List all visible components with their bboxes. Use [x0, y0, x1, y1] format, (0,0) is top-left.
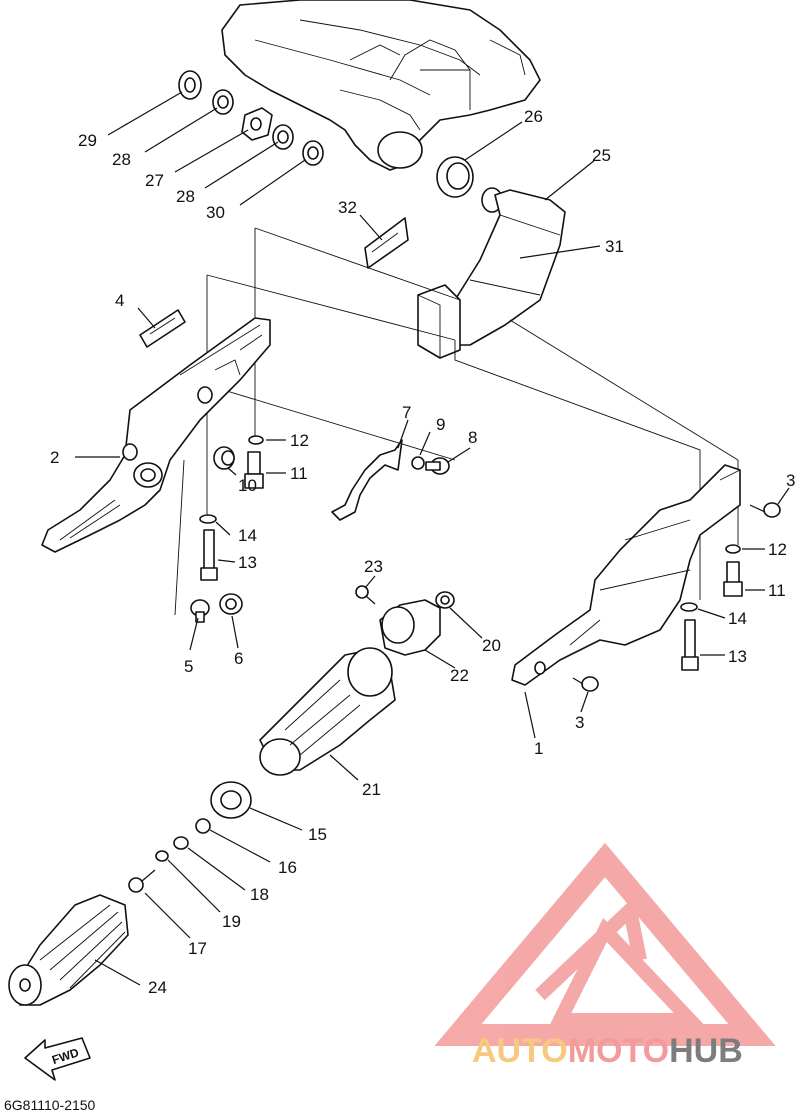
part-17-bolt: [128, 869, 156, 893]
part-12-washer: [248, 435, 264, 445]
callout-14: 14: [238, 526, 257, 545]
part-4-label: [139, 309, 186, 348]
callout-30: 30: [206, 203, 225, 222]
part-9-washer: [411, 456, 425, 470]
part-28-washer: [212, 89, 234, 115]
part-2-tiller-bracket: [41, 317, 271, 553]
callout-19: 19: [222, 912, 241, 931]
callout-28-b: 28: [176, 187, 195, 206]
part-25-tiller-arm: [417, 187, 566, 359]
callout-3-b: 3: [575, 713, 584, 732]
callout-18: 18: [250, 885, 269, 904]
callout-12-b: 12: [768, 540, 787, 559]
svg-text:AUTOMOTOHUB: AUTOMOTOHUB: [472, 1032, 743, 1070]
part-22-ring: [379, 599, 441, 656]
part-11-bolt-2: [723, 561, 743, 597]
fwd-arrow-icon: [24, 1037, 91, 1081]
callout-22: 22: [450, 666, 469, 685]
callout-5: 5: [184, 657, 193, 676]
callout-2: 2: [50, 448, 59, 467]
callout-3: 3: [786, 471, 795, 490]
watermark-part-2: MOTO: [568, 1032, 669, 1070]
part-26-bushing: [436, 156, 474, 198]
part-21-throttle-sleeve: [259, 647, 396, 776]
callout-20: 20: [482, 636, 501, 655]
callout-9: 9: [436, 415, 445, 434]
callout-31: 31: [605, 237, 624, 256]
part-14-washer-2: [680, 602, 698, 612]
callout-7: 7: [402, 403, 411, 422]
part-8-bolt: [425, 457, 450, 475]
part-13-bolt-2: [681, 619, 699, 671]
part-11-bolt: [244, 451, 264, 489]
watermark-part-3: HUB: [669, 1032, 743, 1070]
callout-11: 11: [290, 464, 308, 483]
part-28-washer-2: [272, 124, 294, 150]
callout-11-b: 11: [768, 581, 786, 600]
watermark-part-1: AUTO: [472, 1032, 568, 1070]
part-30-washer: [302, 140, 324, 166]
callout-8: 8: [468, 428, 477, 447]
part-13-bolt: [200, 529, 218, 581]
callout-26: 26: [524, 107, 543, 126]
part-16-spring: [195, 818, 211, 834]
callout-25: 25: [592, 146, 611, 165]
part-27-plate: [241, 107, 273, 141]
part-7-spring-plate: [331, 439, 403, 521]
callout-21: 21: [362, 780, 381, 799]
callout-labels: 1 2 3 3 4 5 6 7 8 9 10 11 11 12 12 13 13…: [50, 107, 795, 997]
callout-6: 6: [234, 649, 243, 668]
callout-13: 13: [238, 553, 257, 572]
part-18-washer: [173, 836, 189, 850]
part-14-washer: [199, 514, 217, 524]
callout-23: 23: [364, 557, 383, 576]
callout-29: 29: [78, 131, 97, 150]
callout-10: 10: [238, 476, 257, 495]
callout-16: 16: [278, 858, 297, 877]
part-10-grommet: [213, 446, 235, 470]
watermark-text: AUTOMOTOHUB: [472, 1032, 743, 1070]
part-20-nut: [435, 591, 455, 609]
callout-12: 12: [290, 431, 309, 450]
part-24-grip: [8, 894, 129, 1006]
part-23-screw: [355, 585, 376, 605]
callout-24: 24: [148, 978, 167, 997]
callout-13-b: 13: [728, 647, 747, 666]
callout-15: 15: [308, 825, 327, 844]
callout-28: 28: [112, 150, 131, 169]
part-3-screw: [749, 502, 781, 518]
part-3-screw-2: [572, 676, 599, 692]
part-1-tiller-arm: [511, 464, 741, 686]
part-15-cap: [210, 781, 252, 819]
callout-14-b: 14: [728, 609, 747, 628]
watermark-logo-icon: [434, 842, 776, 1046]
callout-27: 27: [145, 171, 164, 190]
drawing-code: 6G81110-2150: [4, 1097, 96, 1113]
bracket-casting: [221, 0, 541, 171]
callout-17: 17: [188, 939, 207, 958]
callout-1: 1: [534, 739, 543, 758]
part-6-collar: [219, 593, 243, 615]
part-19-washer: [155, 850, 169, 862]
part-32-label: [364, 217, 409, 269]
callout-32: 32: [338, 198, 357, 217]
part-12-washer-2: [725, 544, 741, 554]
part-5-bolt: [190, 599, 210, 623]
part-29-grommet: [178, 70, 202, 100]
callout-4: 4: [115, 291, 124, 310]
leader-lines: [75, 91, 790, 986]
